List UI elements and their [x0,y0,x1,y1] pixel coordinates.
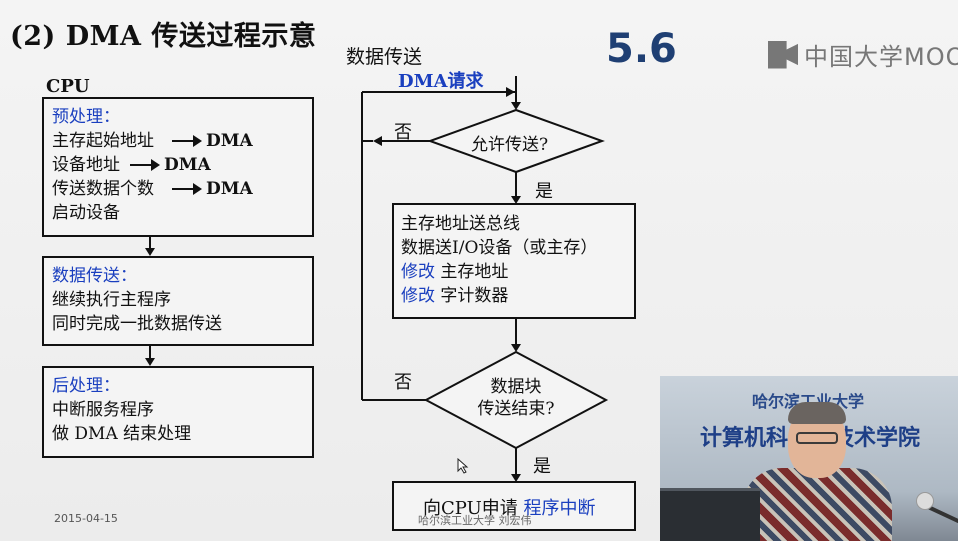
postprocess-box: 后处理： 中断服务程序 做 DMA 结束处理 [42,366,314,458]
block-done-line: 数据块 [490,377,542,397]
transfer-line: 继续执行主程序 [52,290,171,310]
down-arrow-icon [511,344,521,352]
section-number: 5.6 [606,26,677,72]
preprocess-line-text: 主存起始地址 [52,131,154,151]
transfer-box: 数据传送： 继续执行主程序 同时完成一批数据传送 [42,256,314,346]
slide-title: (2) DMA 传送过程示意 [10,21,317,52]
process-box-frame [392,203,636,319]
microphone-icon [916,492,934,510]
footer-author: 哈尔滨工业大学 刘宏伟 [418,514,532,527]
allow-transfer-text: 允许传送? [471,135,549,155]
process-line-key: 修改 [401,262,435,282]
block-done-line: 传送结束? [477,399,555,419]
process-box: 主存地址送总线 数据送I/O设备（或主存） 修改 主存地址 修改 字计数器 [401,212,597,308]
cpu-label: CPU [46,76,90,97]
process-line: 主存地址送总线 [401,214,520,234]
preprocess-heading: 预处理： [52,107,120,127]
glasses-icon [796,432,838,444]
down-arrow-icon [145,358,155,366]
preprocess-line-text: 传送数据个数 [52,179,154,199]
laptop-icon [660,488,760,541]
instructor-hair [788,402,846,424]
process-line: 修改 字计数器 [401,284,597,308]
no-label: 否 [394,372,412,393]
interrupt-key: 程序中断 [523,498,596,519]
process-line-key: 修改 [401,286,435,306]
transfer-line: 同时完成一批数据传送 [52,314,222,334]
mouse-cursor-icon [457,458,469,474]
flow-label: 数据传送 [346,46,423,68]
interrupt-box-frame [392,481,636,531]
down-arrow-icon [511,474,521,482]
left-arrow-icon [373,136,382,146]
right-arrow-icon [506,87,515,97]
block-done-text: 数据块 传送结束? [456,376,576,420]
postprocess-line: 做 DMA 结束处理 [52,424,192,444]
no-label: 否 [394,122,412,143]
down-arrow-icon [511,102,521,110]
footer-date: 2015-04-15 [54,512,118,525]
process-line: 数据送I/O设备（或主存） [401,238,598,258]
preprocess-last-line: 启动设备 [52,203,120,223]
preprocess-line: 设备地址 DMA [52,153,304,177]
down-arrow-icon [145,248,155,256]
postprocess-heading: 后处理： [52,376,120,396]
yes-label: 是 [533,456,551,477]
postprocess-line: 中断服务程序 [52,400,154,420]
interrupt-prefix: 向CPU申请 [423,498,518,519]
interrupt-box: 向CPU申请 程序中断 [423,494,595,520]
preprocess-line-target: DMA [206,131,253,151]
preprocess-box: 预处理： 主存起始地址 DMA 设备地址 DMA 传送数据个数 DMA 启动设备 [42,97,314,237]
process-line-rest: 主存地址 [440,262,509,282]
preprocess-line-target: DMA [164,155,211,175]
right-arrow-icon [172,183,202,195]
instructor-video: 哈尔滨工业大学 计算机科学与技术学院 [660,376,958,541]
right-arrow-icon [172,135,202,147]
instructor-body [742,468,892,541]
down-arrow-icon [511,196,521,204]
preprocess-line: 传送数据个数 DMA [52,177,304,201]
preprocess-line-text: 设备地址 [52,155,120,175]
preprocess-line: 主存起始地址 DMA [52,129,304,153]
process-line: 修改 主存地址 [401,260,597,284]
process-line-rest: 字计数器 [440,286,509,306]
dma-request-label: DMA请求 [398,71,484,92]
yes-label: 是 [535,181,553,202]
right-arrow-icon [130,159,160,171]
preprocess-line-target: DMA [206,179,253,199]
transfer-heading: 数据传送： [52,266,137,286]
